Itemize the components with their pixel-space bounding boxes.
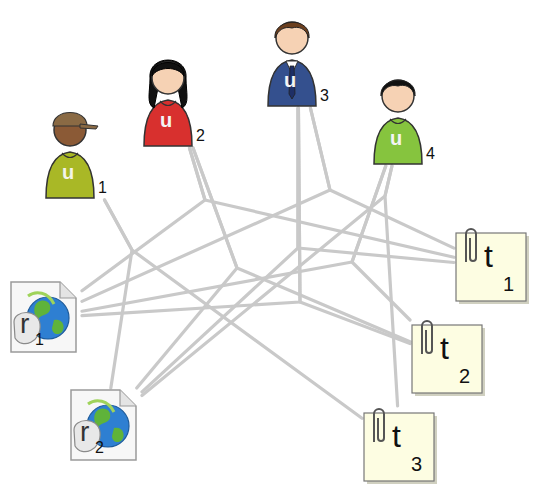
hyperedge-line	[82, 166, 386, 311]
node-index: 3	[320, 88, 329, 104]
person-body	[268, 60, 316, 106]
shirt-collar	[62, 153, 78, 158]
long-hair	[149, 60, 187, 108]
node-letter: r	[80, 418, 89, 446]
resource-icon: r1	[8, 280, 82, 356]
person-body	[46, 152, 94, 198]
node-index: 1	[503, 274, 514, 294]
paperclip	[466, 229, 476, 262]
hyperedge-line	[105, 200, 362, 418]
node-index: 1	[35, 332, 44, 348]
icon-drawing	[68, 388, 142, 464]
user-icon: u4	[368, 62, 440, 166]
page-outline	[11, 282, 76, 352]
short-hair	[381, 80, 415, 96]
hyperedge-line	[385, 166, 398, 406]
globe-swoosh	[28, 293, 54, 304]
node-letter: u	[390, 128, 402, 148]
page-fold	[120, 390, 136, 406]
resource-icon: r2	[68, 388, 142, 464]
node-index: 2	[95, 440, 104, 456]
node-letter: r	[20, 310, 29, 338]
page-fold	[60, 282, 76, 298]
globe-land	[112, 428, 124, 442]
page-outline	[71, 390, 136, 460]
node-letter: u	[62, 162, 74, 182]
globe-swoosh	[88, 401, 114, 412]
node-index: 3	[411, 454, 422, 474]
node-letter: u	[160, 110, 172, 130]
node-letter: t	[484, 240, 493, 272]
node-index: 2	[196, 128, 205, 144]
hyperedge-line	[142, 108, 298, 392]
node-index: 1	[98, 180, 107, 196]
cap-brim	[80, 124, 98, 129]
node-letter: t	[440, 332, 449, 364]
tag-note: t1	[454, 226, 530, 306]
hyperedge-line	[142, 166, 392, 396]
person-body	[144, 100, 192, 146]
hair-fringe	[152, 63, 184, 77]
user-icon: u3	[262, 4, 334, 108]
shirt-collar	[390, 119, 406, 124]
user-icon: u1	[40, 96, 112, 200]
node-letter: u	[284, 70, 296, 90]
hyperedge-line	[82, 148, 205, 291]
person-head	[152, 62, 184, 94]
icon-drawing	[8, 280, 82, 356]
user-icon: u2	[138, 44, 210, 148]
person-body	[374, 118, 422, 164]
paperclip	[374, 409, 384, 442]
hyperedge-line	[298, 108, 454, 262]
node-index: 4	[426, 146, 435, 162]
globe-land	[52, 320, 64, 334]
hyperedge-line	[352, 166, 410, 320]
tag-note: t3	[362, 406, 438, 486]
short-hair	[275, 22, 309, 38]
paperclip	[422, 321, 432, 354]
node-index: 2	[459, 366, 470, 386]
shirt-collar	[160, 101, 176, 106]
node-letter: t	[392, 420, 401, 452]
tag-note: t2	[410, 318, 486, 398]
